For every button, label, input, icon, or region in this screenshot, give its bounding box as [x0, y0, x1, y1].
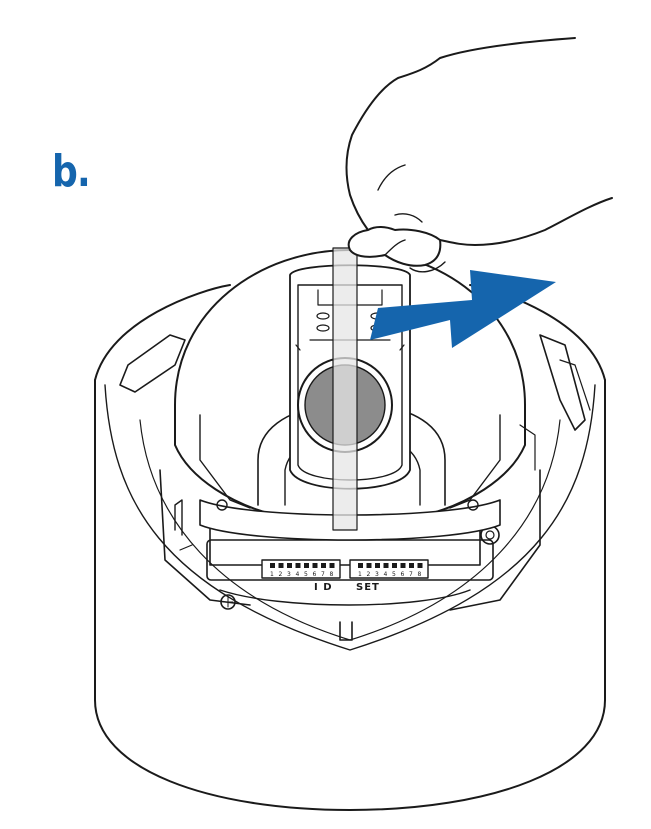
dip-set-toggle — [409, 563, 414, 568]
dip-set-number: 8 — [418, 571, 422, 578]
dip-set-number: 5 — [392, 571, 396, 578]
dip-id-number: 3 — [287, 571, 291, 578]
dip-set-toggle — [400, 563, 406, 568]
dip-set-number: 7 — [409, 571, 413, 578]
dip-set-number: 2 — [367, 571, 371, 578]
dip-set-toggle — [392, 563, 397, 568]
dip-id-number: 2 — [279, 571, 283, 578]
hand-icon — [345, 37, 613, 273]
dip-id-toggle — [329, 563, 335, 568]
housing — [94, 284, 606, 811]
dip-id-number: 7 — [321, 571, 325, 578]
dip-id-number: 8 — [330, 571, 334, 578]
dip-id-toggle — [270, 563, 275, 568]
step-label: b. — [52, 146, 91, 197]
dip-set-toggle — [383, 563, 389, 568]
dip-label-set: SET — [356, 582, 380, 593]
dip-id-toggle — [304, 563, 309, 568]
dip-set-number: 3 — [375, 571, 379, 578]
dip-id-toggle — [312, 563, 318, 568]
dip-set-toggle — [366, 563, 372, 568]
dip-id-number: 5 — [304, 571, 308, 578]
dip-set-number: 6 — [401, 571, 405, 578]
dip-set-number: 4 — [384, 571, 388, 578]
dip-id-toggle — [321, 563, 326, 568]
dip-set-toggle — [417, 563, 423, 568]
dip-id-toggle — [278, 563, 284, 568]
dip-label-id: I D — [314, 582, 333, 593]
dip-id-number: 6 — [313, 571, 317, 578]
dip-id-number: 1 — [270, 571, 274, 578]
protective-film — [332, 247, 358, 531]
dip-set-toggle — [358, 563, 363, 568]
dip-id-toggle — [295, 563, 301, 568]
mount-base — [159, 469, 541, 641]
arrow-right-icon — [370, 270, 556, 348]
dip-id-number: 4 — [296, 571, 300, 578]
dip-set-number: 1 — [358, 571, 362, 578]
dip-id-toggle — [287, 563, 292, 568]
dip-set-toggle — [375, 563, 380, 568]
